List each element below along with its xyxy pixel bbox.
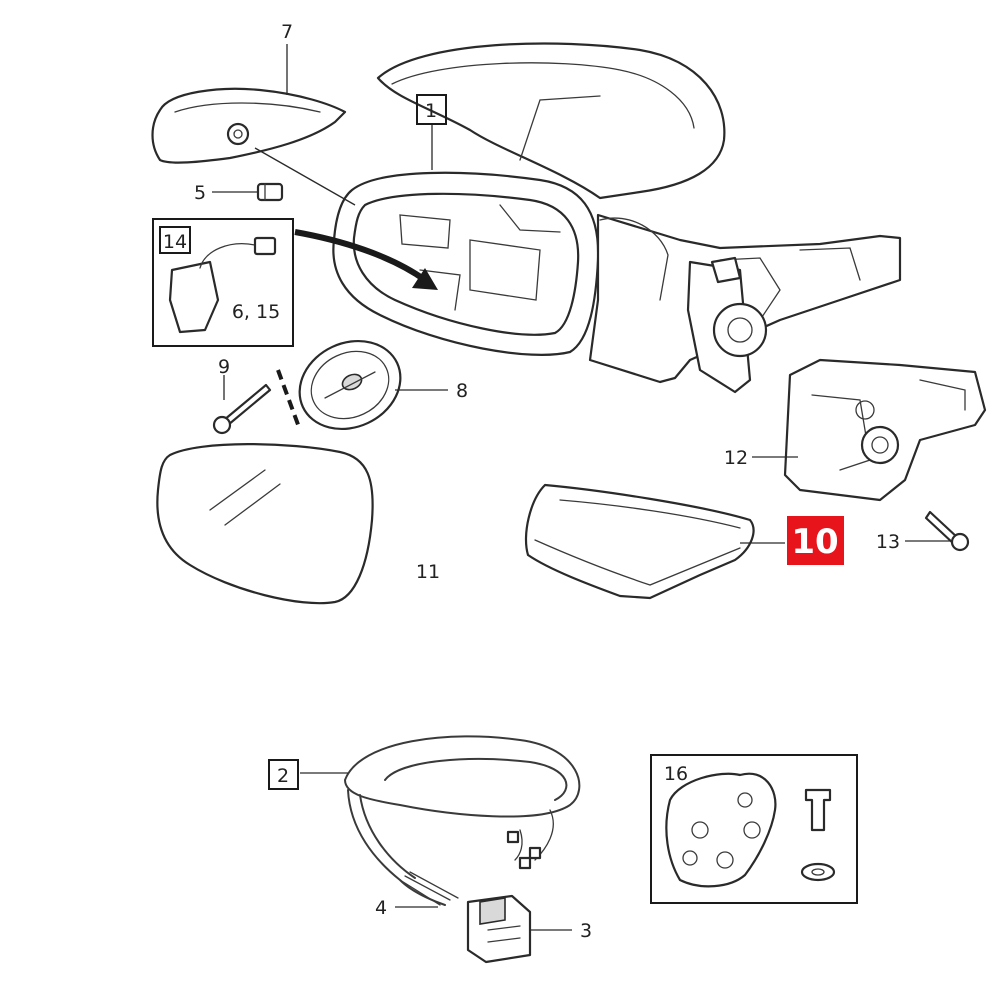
callout-9: 9 (218, 356, 230, 378)
arrow-to-housing (294, 229, 438, 290)
callout-16: 16 (664, 763, 688, 785)
wiring-harness (343, 735, 581, 906)
mirror-base-arm (588, 213, 902, 394)
callout-7: 7 (281, 21, 293, 43)
screw-part-9 (212, 369, 302, 435)
callout-13: 13 (876, 531, 900, 553)
gasket-kit-box (650, 754, 858, 904)
mirror-bracket (783, 358, 987, 502)
mirror-housing-cover (376, 42, 726, 200)
glass-carrier-motor (298, 339, 402, 431)
turn-signal-lamp (151, 87, 347, 164)
callout-1: 1 (425, 100, 437, 122)
callout-5: 5 (194, 182, 206, 204)
callout-4: 4 (375, 897, 387, 919)
mirror-glass (156, 443, 374, 605)
screw-part-13 (924, 510, 970, 552)
callout-14: 14 (163, 231, 187, 253)
bulb-part-5 (256, 182, 284, 202)
lower-cover (524, 483, 755, 600)
callout-2: 2 (277, 765, 289, 787)
callout-12: 12 (724, 447, 748, 469)
mirror-housing-frame (332, 171, 600, 356)
callout-10-highlight (787, 516, 844, 565)
connector-part-3 (466, 894, 532, 964)
callout-11: 11 (416, 561, 440, 583)
callout-3: 3 (580, 920, 592, 942)
callout-10: 10 (791, 522, 838, 562)
socket-assembly-box (152, 218, 294, 347)
callout-8: 8 (456, 380, 468, 402)
callout-box-2 (268, 759, 299, 790)
leader-lines (212, 44, 950, 931)
callout-box-1 (416, 94, 447, 125)
callout-6-15: 6, 15 (232, 301, 280, 323)
wire-ends (399, 871, 459, 906)
